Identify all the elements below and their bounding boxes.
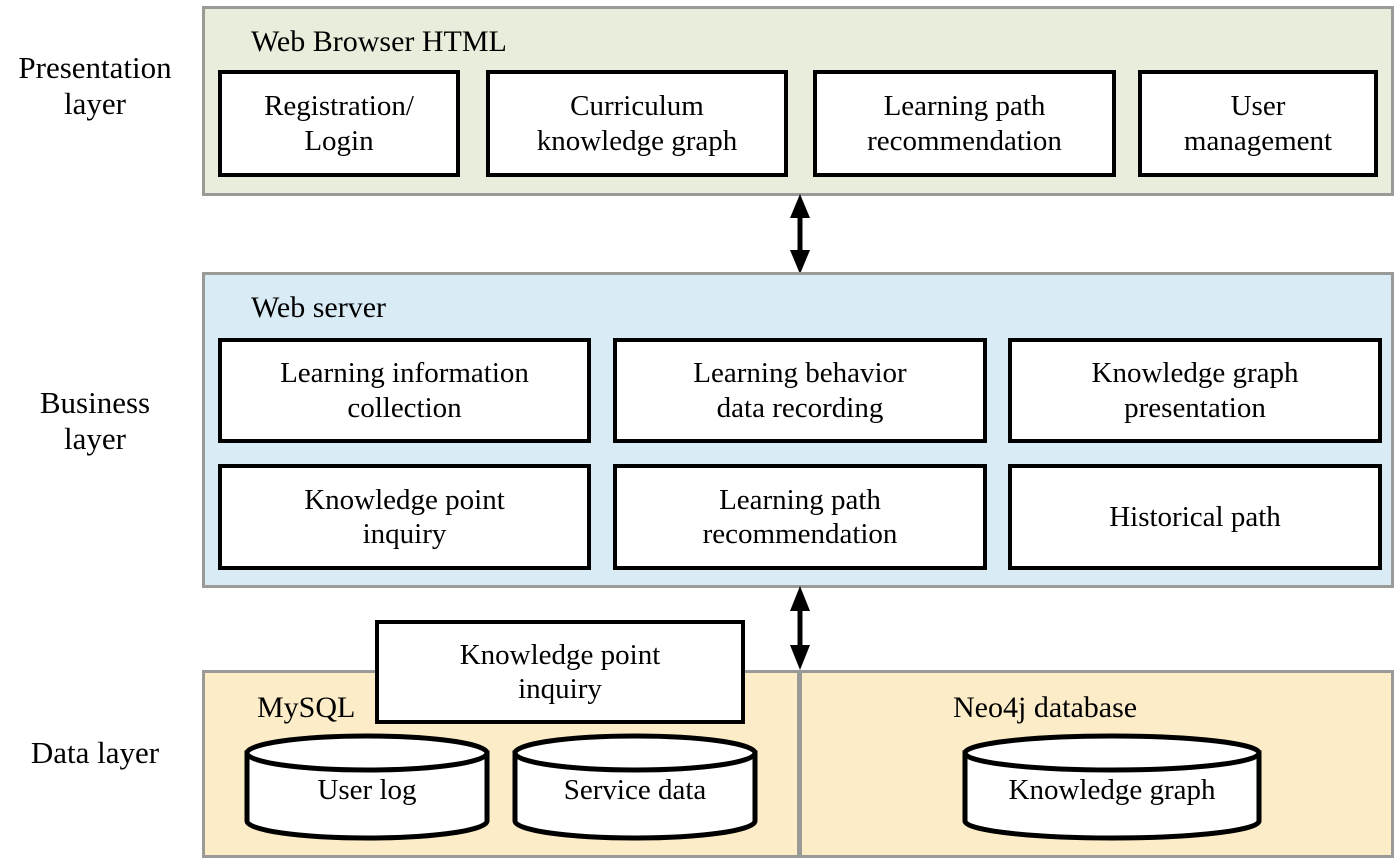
business-panel-title: Web server — [251, 291, 387, 324]
business-box-learning-information-collection-line2: collection — [347, 391, 462, 424]
business-box-knowledge-point-inquiry-line2: inquiry — [362, 518, 447, 550]
cylinder-service-data[interactable]: Service data — [512, 733, 758, 841]
presentation-box-registration-login-line2: Login — [304, 124, 374, 157]
layer-label-business: Business layer — [0, 385, 190, 457]
business-box-knowledge-graph-presentation[interactable]: Knowledge graph presentation — [1008, 338, 1382, 443]
data-overlay-box-knowledge-point-inquiry[interactable]: Knowledge point inquiry — [375, 620, 745, 724]
presentation-box-learning-path-recommendation[interactable]: Learning path recommendation — [813, 70, 1116, 177]
business-box-learning-behavior-data-recording-line2: data recording — [716, 391, 884, 424]
cylinder-knowledge-graph[interactable]: Knowledge graph — [962, 733, 1262, 841]
business-box-knowledge-graph-presentation-line2: presentation — [1124, 391, 1266, 424]
business-box-historical-path-line1: Historical path — [1109, 500, 1281, 533]
cylinder-user-log[interactable]: User log — [244, 733, 490, 841]
layer-label-presentation-line2: layer — [64, 85, 126, 121]
presentation-box-curriculum-knowledge-graph[interactable]: Curriculum knowledge graph — [486, 70, 788, 177]
presentation-box-user-management-line1: User — [1230, 90, 1286, 123]
neo4j-title: Neo4j database — [953, 691, 1138, 724]
business-box-knowledge-point-inquiry[interactable]: Knowledge point inquiry — [218, 464, 591, 570]
business-box-learning-behavior-data-recording-line1: Learning behavior — [693, 357, 907, 390]
presentation-box-registration-login[interactable]: Registration/ Login — [218, 70, 460, 177]
presentation-box-user-management[interactable]: User management — [1138, 70, 1378, 177]
presentation-box-learning-path-recommendation-line1: Learning path — [883, 90, 1046, 123]
business-box-learning-path-recommendation[interactable]: Learning path recommendation — [613, 464, 987, 570]
cylinder-service-data-label: Service data — [563, 774, 707, 806]
layer-label-business-line2: layer — [64, 420, 126, 456]
mysql-title: MySQL — [257, 691, 356, 724]
presentation-box-curriculum-knowledge-graph-line2: knowledge graph — [536, 124, 738, 157]
business-data-arrow — [778, 586, 822, 670]
business-box-learning-information-collection[interactable]: Learning information collection — [218, 338, 591, 443]
layer-label-data: Data layer — [0, 735, 190, 771]
presentation-business-arrow — [778, 194, 822, 274]
data-layer-divider — [797, 670, 802, 858]
layer-label-presentation: Presentation layer — [0, 50, 190, 122]
business-box-knowledge-point-inquiry-line1: Knowledge point — [304, 483, 505, 516]
business-box-historical-path[interactable]: Historical path — [1008, 464, 1382, 570]
data-overlay-box-knowledge-point-inquiry-line1: Knowledge point — [459, 638, 661, 671]
presentation-box-learning-path-recommendation-line2: recommendation — [867, 124, 1062, 157]
business-box-learning-path-recommendation-line1: Learning path — [719, 483, 881, 516]
business-box-learning-behavior-data-recording[interactable]: Learning behavior data recording — [613, 338, 987, 443]
presentation-box-user-management-line2: management — [1183, 124, 1333, 157]
data-overlay-box-knowledge-point-inquiry-line2: inquiry — [518, 673, 602, 705]
presentation-panel-title: Web Browser HTML — [251, 25, 507, 58]
business-box-knowledge-graph-presentation-line1: Knowledge graph — [1091, 357, 1299, 390]
layer-label-presentation-line1: Presentation — [18, 50, 172, 85]
layer-label-data-line1: Data layer — [30, 735, 160, 770]
business-box-learning-path-recommendation-line2: recommendation — [702, 518, 898, 550]
presentation-box-registration-login-line1: Registration/ — [264, 90, 414, 123]
presentation-box-curriculum-knowledge-graph-line1: Curriculum — [570, 90, 704, 123]
layer-label-business-line1: Business — [39, 385, 151, 420]
cylinder-user-log-label: User log — [317, 774, 417, 806]
business-box-learning-information-collection-line1: Learning information — [280, 357, 529, 390]
cylinder-knowledge-graph-label: Knowledge graph — [1008, 774, 1216, 806]
